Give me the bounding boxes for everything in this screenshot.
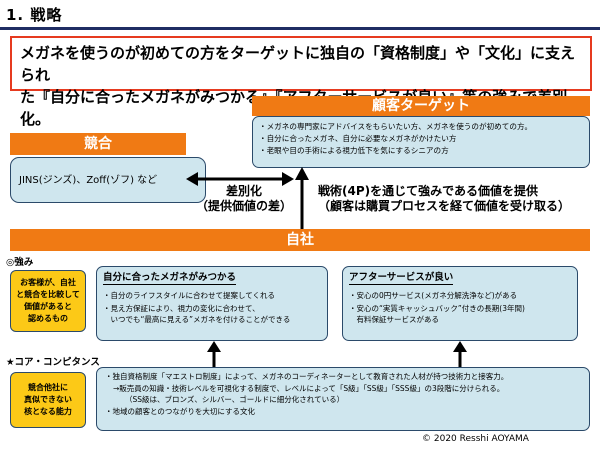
strategy-headline: メガネを使うのが初めての方をターゲットに独自の「資格制度」や「文化」に支えられ … <box>10 36 592 128</box>
differentiation-title: 差別化 <box>225 184 262 198</box>
strength-aftercare-item: ・安心の0円サービス(メガネ分解洗浄など)がある <box>349 291 518 300</box>
core-note-line: 核となる能力 <box>24 407 72 416</box>
target-box: ・メガネの専門家にアドバイスをもらいたい方、メガネを使うのが初めての方。 ・自分… <box>252 116 590 168</box>
strength-aftercare-item: 有料保証サービスがある <box>349 315 439 324</box>
strengths-note-line: と競合を比較して <box>16 290 80 299</box>
core-line: （SS級は、ブロンズ、シルバー、ゴールドに細分化されている） <box>125 395 345 404</box>
strengths-definition: お客様が、自社 と競合を比較して 価値があると 認めるもの <box>10 270 86 332</box>
core-line: →販売員の知識・技術レベルを可視化する制度で、レベルによって「S級」「SS級」「… <box>113 383 505 393</box>
strength-fit-item: ・自分のライフスタイルに合わせて提案してくれる <box>103 291 276 300</box>
differentiation-label: 差別化 （提供価値の差） <box>184 184 304 214</box>
headline-line-1: メガネを使うのが初めての方をターゲットに独自の「資格制度」や「文化」に支えられ <box>20 44 576 84</box>
support-arrow-left <box>207 341 221 367</box>
support-arrow-right <box>453 341 467 367</box>
strengths-note-line: 認めるもの <box>28 314 68 323</box>
differentiation-subtitle: （提供価値の差） <box>195 199 292 213</box>
core-line: ・地域の顧客とのつながりを大切にする文化 <box>105 406 255 416</box>
competitor-text: JINS(ジンズ)、Zoff(ゾフ) など <box>19 175 158 186</box>
page-title: 1. 戦略 <box>6 6 63 24</box>
core-competence-definition: 競合他社に 真似できない 核となる能力 <box>10 372 86 428</box>
strength-fit-item: ・見え方保証により、視力の変化に合わせて、 <box>103 304 260 313</box>
strength-aftercare-title: アフターサービスが良い <box>349 272 454 285</box>
strength-fit-box: 自分に合ったメガネがみつかる ・自分のライフスタイルに合わせて提案してくれる ・… <box>96 266 328 341</box>
strategy-line-2: （顧客は購買プロセスを経て価値を受け取る） <box>318 199 571 213</box>
target-item: ・自分に合ったメガネ、自分に必要なメガネがかけたい方 <box>259 134 457 143</box>
core-competence-box: ・独自資格制度「マエストロ制度」によって、メガネのコーディネーターとして教育され… <box>96 367 590 431</box>
strengths-note-line: 価値があると <box>24 302 72 311</box>
core-note-line: 競合他社に <box>28 383 68 392</box>
differentiation-arrow <box>186 172 294 186</box>
strength-aftercare-box: アフターサービスが良い ・安心の0円サービス(メガネ分解洗浄など)がある ・安心… <box>342 266 578 341</box>
competitor-heading: 競合 <box>10 133 186 155</box>
strategy-line-1: 戦術(4P)を通じて強みである価値を提供 <box>318 184 538 198</box>
target-item: ・メガネの専門家にアドバイスをもらいたい方、メガネを使うのが初めての方。 <box>259 122 533 131</box>
strategy-label: 戦術(4P)を通じて強みである価値を提供 （顧客は購買プロセスを経て価値を受け取… <box>318 184 596 214</box>
core-line: ・独自資格制度「マエストロ制度」によって、メガネのコーディネーターとして教育され… <box>105 372 509 381</box>
strengths-label: ◎強み <box>6 257 34 268</box>
company-heading: 自社 <box>10 229 590 251</box>
competitor-box: JINS(ジンズ)、Zoff(ゾフ) など <box>10 157 206 203</box>
copyright-notice: © 2020 Resshi AOYAMA <box>422 434 529 444</box>
core-competence-label: ★コア・コンピタンス <box>6 357 100 368</box>
strength-aftercare-item: ・安心の“実質キャッシュバック”付きの長期(3年間) <box>349 304 525 313</box>
header-divider <box>0 27 600 30</box>
target-heading: 顧客ターゲット <box>252 96 590 116</box>
strength-fit-title: 自分に合ったメガネがみつかる <box>103 272 237 285</box>
strength-fit-item: いつでも“最高に見える”メガネを付けることができる <box>103 315 291 324</box>
value-delivery-arrow <box>295 167 309 229</box>
core-note-line: 真似できない <box>24 395 72 404</box>
target-item: ・老眼や目の手術による視力低下を気にするシニアの方 <box>259 146 449 155</box>
strengths-note-line: お客様が、自社 <box>20 278 76 287</box>
